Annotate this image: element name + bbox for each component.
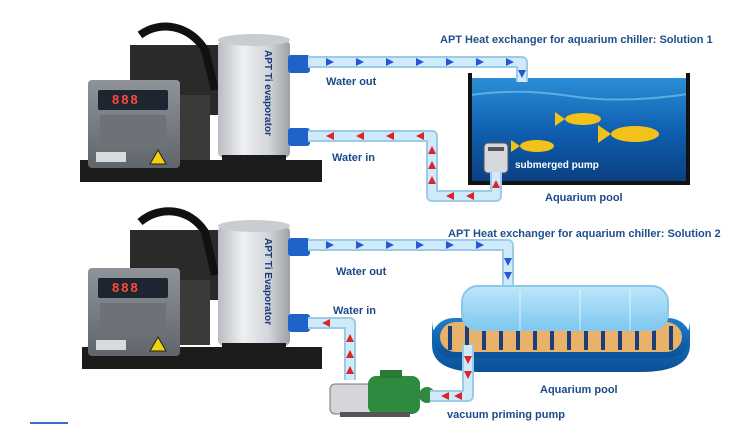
flow-arrow-out-2 xyxy=(504,272,512,280)
water-in-label-1: Water in xyxy=(332,152,375,164)
water-out-label-1: Water out xyxy=(326,76,377,88)
title-solution-2: APT Heat exchanger for aquarium chiller:… xyxy=(448,228,721,240)
flow-arrow-out-2 xyxy=(386,241,394,249)
flow-arrow-out-1 xyxy=(386,58,394,66)
flow-arrow-out-2 xyxy=(416,241,424,249)
pool-post xyxy=(601,326,605,350)
pool-post xyxy=(482,326,486,350)
water-out-label-2: Water out xyxy=(336,266,387,278)
flow-arrow-out-1 xyxy=(476,58,484,66)
fish-1 xyxy=(555,112,601,126)
flow-arrow-in-2 xyxy=(346,334,354,342)
flow-arrow-out-1 xyxy=(416,58,424,66)
flow-arrow-out-1 xyxy=(506,58,514,66)
evaporator-1 xyxy=(218,40,290,158)
pool-post xyxy=(448,326,452,350)
flow-arrow-out-2 xyxy=(326,241,334,249)
pool-post xyxy=(567,326,571,350)
chiller-unit-2 xyxy=(82,207,322,369)
vacuum-priming-pump xyxy=(329,370,435,417)
flow-arrow-in-1 xyxy=(446,192,454,200)
flow-arrow-out-2 xyxy=(446,241,454,249)
pool-post xyxy=(533,326,537,350)
flow-arrow-in-1 xyxy=(466,192,474,200)
pool-post xyxy=(516,326,520,350)
pool-post xyxy=(618,326,622,350)
flow-arrow-out-1 xyxy=(356,58,364,66)
controller-display-2 xyxy=(98,278,168,298)
chiller-unit-1 xyxy=(80,22,322,182)
aquarium-pool-label-2: Aquarium pool xyxy=(540,384,618,396)
flow-arrow-out-2 xyxy=(356,241,364,249)
aquarium-pool-label-1: Aquarium pool xyxy=(545,192,623,204)
flow-arrow-in-2 xyxy=(346,350,354,358)
submerged-pump-label: submerged pump xyxy=(515,160,599,171)
flow-arrow-out-2 xyxy=(504,258,512,266)
flow-arrow-in-1 xyxy=(416,132,424,140)
flow-arrow-in-2 xyxy=(346,366,354,374)
evaporator-2 xyxy=(218,226,290,346)
flow-arrow-in-1 xyxy=(386,132,394,140)
evaporator-label-1: APT Ti evaporator xyxy=(262,50,273,136)
fish-2 xyxy=(598,125,659,143)
water-in-label-2: Water in xyxy=(333,305,376,317)
divider-line xyxy=(30,422,68,424)
outlet-port-2 xyxy=(288,238,310,256)
pipe-out-2 xyxy=(308,239,514,285)
flow-arrow-out-1 xyxy=(446,58,454,66)
pool-post xyxy=(584,326,588,350)
flow-arrow-in-2 xyxy=(454,392,462,400)
flow-arrow-in-2 xyxy=(322,319,330,327)
pool-post xyxy=(465,326,469,350)
flow-arrow-in-2 xyxy=(464,356,472,364)
pool-post xyxy=(669,326,673,350)
display-digits-1: 888 xyxy=(112,92,140,107)
aquarium-pool-2 xyxy=(432,285,690,372)
flow-arrow-in-1 xyxy=(428,146,436,154)
pool-post xyxy=(635,326,639,350)
pool-post xyxy=(499,326,503,350)
flow-arrow-out-1 xyxy=(326,58,334,66)
aquarium-tank-1 xyxy=(468,73,690,185)
inlet-port-2 xyxy=(288,314,310,332)
flow-arrow-in-2 xyxy=(464,371,472,379)
flow-arrow-out-1 xyxy=(518,70,526,78)
flow-arrow-out-2 xyxy=(476,241,484,249)
title-solution-1: APT Heat exchanger for aquarium chiller:… xyxy=(440,34,713,46)
evaporator-label-2: APT Ti Evaporator xyxy=(262,238,273,326)
controller-display-1 xyxy=(98,90,168,110)
inlet-port-1 xyxy=(288,128,310,146)
flow-arrow-in-1 xyxy=(326,132,334,140)
pipe-in-1 xyxy=(308,130,502,202)
flow-arrow-in-1 xyxy=(428,176,436,184)
flow-arrow-in-1 xyxy=(356,132,364,140)
fish-3 xyxy=(511,140,554,152)
display-digits-2: 888 xyxy=(112,280,140,295)
flow-arrow-in-1 xyxy=(492,180,500,188)
pool-post xyxy=(652,326,656,350)
flow-arrow-in-1 xyxy=(428,161,436,169)
outlet-port-1 xyxy=(288,55,310,73)
vacuum-pump-label: vacuum priming pump xyxy=(447,409,565,421)
flow-arrow-in-2 xyxy=(441,392,449,400)
pool-post xyxy=(550,326,554,350)
